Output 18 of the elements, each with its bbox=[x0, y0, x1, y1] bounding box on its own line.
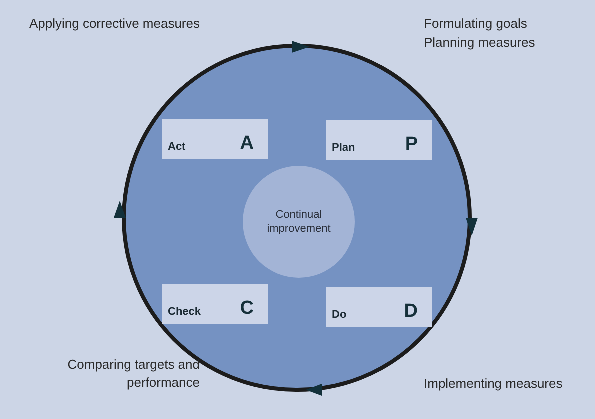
phase-name: Do bbox=[332, 310, 347, 321]
step-label: Formulating goals bbox=[424, 15, 528, 33]
step-label: Planning measures bbox=[424, 34, 536, 52]
phase-card bbox=[162, 119, 268, 159]
center-label: Continual improvement bbox=[266, 208, 332, 236]
step-label: Implementing measures bbox=[424, 375, 564, 393]
step-label: Applying corrective measures bbox=[28, 15, 200, 33]
phase-letter: C bbox=[240, 299, 255, 318]
phase-name: Act bbox=[168, 142, 186, 153]
step-label: Comparing targets and performance bbox=[66, 356, 200, 392]
phase-letter: A bbox=[240, 134, 255, 153]
phase-letter: P bbox=[405, 135, 419, 154]
phase-letter: D bbox=[404, 302, 419, 321]
phase-name: Check bbox=[168, 307, 202, 318]
phase-card bbox=[326, 287, 432, 327]
phase-name: Plan bbox=[332, 143, 356, 154]
phase-card bbox=[326, 120, 432, 160]
phase-card bbox=[162, 284, 268, 324]
